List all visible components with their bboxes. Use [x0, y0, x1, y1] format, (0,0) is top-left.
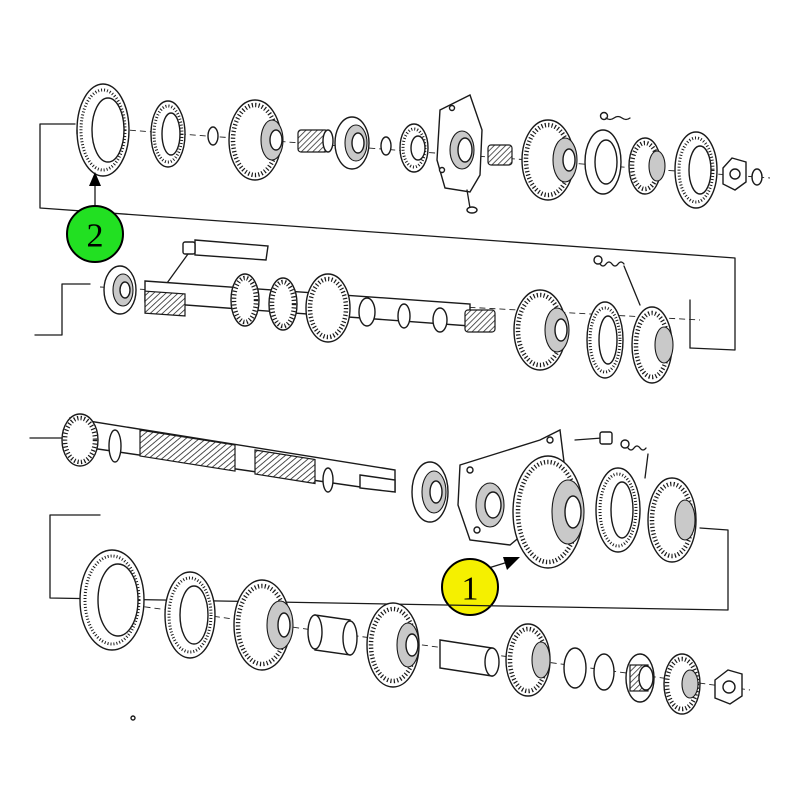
grease-tube [161, 239, 269, 291]
pilot-bearing [103, 265, 137, 315]
callout-2-arrowhead [89, 172, 101, 186]
input-needle-bearing [464, 309, 496, 333]
bottom-washer-1 [563, 647, 587, 689]
input-shaft [144, 273, 471, 343]
bottom-gear-4 [663, 653, 701, 715]
top-needle-bearing-2 [487, 144, 513, 166]
layshaft-gear-part-1 [512, 455, 585, 569]
top-synchro-sleeve-right [674, 131, 718, 209]
top-plane-outline [39, 123, 736, 351]
callout-2-label: 2 [87, 218, 104, 255]
bottom-roller-bearing [625, 653, 655, 703]
callout-1-badge [441, 558, 499, 616]
bottom-bush [307, 614, 358, 656]
input-plane-outline [34, 283, 91, 336]
callout-1-arrowhead [503, 557, 520, 570]
layshaft-assembly [29, 413, 697, 569]
top-synchro-hub [584, 111, 666, 195]
bottom-washer-2 [593, 653, 615, 691]
bottom-gear-1 [233, 579, 294, 671]
bottom-gear-2 [366, 602, 420, 688]
bottom-gear-3 [505, 623, 551, 697]
top-bearing-plate [436, 94, 483, 214]
layshaft [61, 413, 396, 493]
bottom-dot [130, 715, 136, 721]
bottom-baulk-ring [164, 571, 216, 659]
synchro-sleeve-part-2 [76, 83, 130, 177]
top-axis [99, 127, 771, 179]
input-gear [513, 289, 570, 371]
input-shaft-assembly [34, 239, 701, 384]
baulk-ring [150, 100, 186, 168]
bottom-nut [714, 669, 743, 705]
callout-1: 1 [441, 557, 520, 616]
bottom-spacer-tube [439, 639, 500, 677]
top-gear-2 [521, 119, 578, 201]
circlip [207, 126, 219, 146]
layshaft-baulk-ring [595, 467, 641, 553]
callout-2-badge [66, 205, 124, 263]
top-washer [380, 136, 392, 156]
top-nut [722, 157, 763, 191]
top-ball-bearing [334, 116, 370, 170]
input-baulk-ring [586, 301, 624, 379]
top-spiral-gear [399, 123, 429, 173]
top-gear-1 [228, 99, 284, 181]
bottom-assembly [49, 514, 751, 721]
input-synchro-hub [593, 255, 674, 384]
bottom-synchro-sleeve [79, 549, 145, 651]
top-assembly [39, 83, 771, 351]
layshaft-bearing [411, 461, 449, 523]
top-needle-bearing [297, 129, 334, 153]
callout-1-label: 1 [462, 571, 479, 608]
callout-2: 2 [66, 172, 124, 263]
layshaft-synchro-hub [644, 453, 697, 563]
